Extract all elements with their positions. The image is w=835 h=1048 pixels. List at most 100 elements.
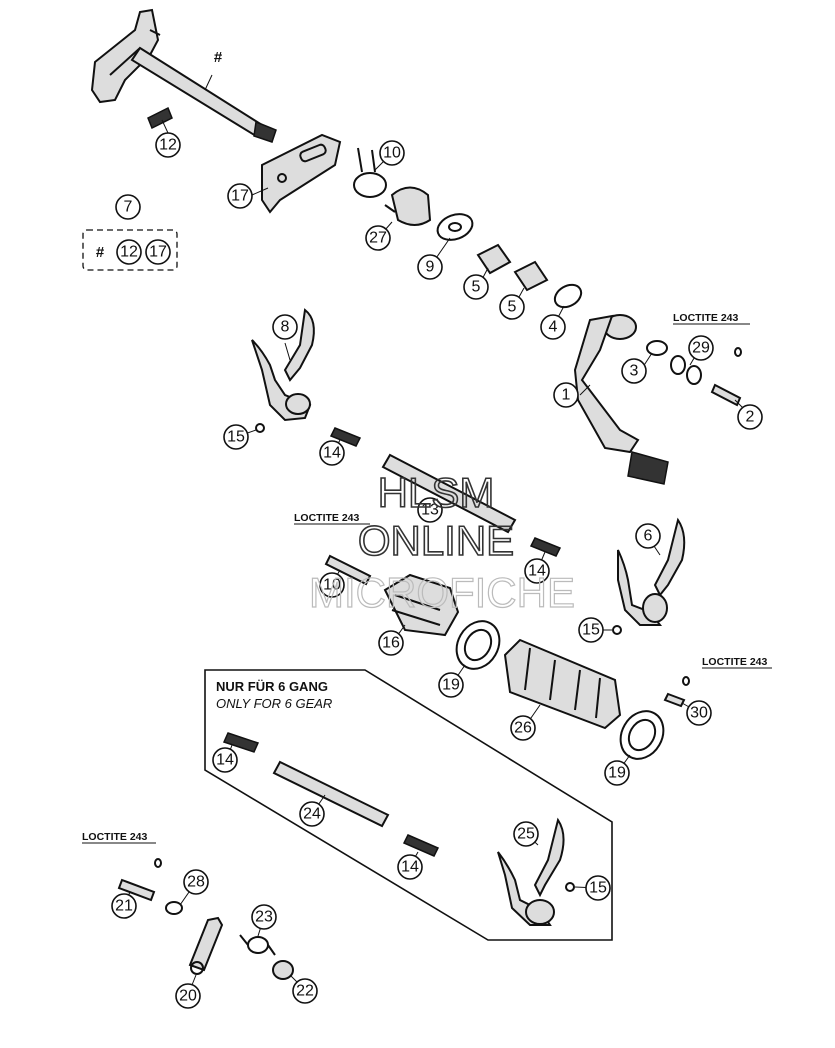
washer-3-drawing [646, 340, 668, 356]
callout-28[interactable]: 28 [183, 869, 209, 895]
svg-text:27: 27 [369, 230, 387, 247]
spring-14c-drawing [222, 732, 260, 753]
callout-16[interactable]: 16 [378, 630, 404, 656]
screw-2-drawing [710, 347, 742, 407]
svg-text:16: 16 [382, 635, 400, 652]
pin-15c-drawing [565, 882, 575, 892]
svg-text:4: 4 [549, 319, 558, 336]
callout-19a[interactable]: 19 [438, 672, 464, 698]
hash-mark-kit: # [96, 244, 105, 261]
washer-9-drawing [436, 213, 474, 241]
svg-text:28: 28 [187, 874, 205, 891]
callout-17b[interactable]: 17 [145, 239, 171, 265]
callout-8[interactable]: 8 [272, 314, 298, 340]
shift-fork-25-drawing [497, 817, 565, 926]
svg-text:20: 20 [179, 988, 197, 1005]
callout-20[interactable]: 20 [175, 983, 201, 1009]
bearing-19a-drawing [455, 620, 501, 670]
loctite-label-screw-2: LOCTITE 243 [673, 312, 739, 324]
fork-shaft-13-drawing [381, 453, 517, 534]
shift-lever-plate-17-drawing [261, 133, 342, 214]
callout-14a[interactable]: 14 [319, 440, 345, 466]
six-gear-label-german: NUR FÜR 6 GANG [216, 679, 328, 694]
callout-14d[interactable]: 14 [397, 854, 423, 880]
six-gear-kit-outline [204, 669, 613, 941]
svg-text:7: 7 [124, 199, 133, 216]
svg-text:1: 1 [562, 387, 571, 404]
callout-5b[interactable]: 5 [499, 294, 525, 320]
callout-19b[interactable]: 19 [604, 760, 630, 786]
svg-text:17: 17 [149, 244, 167, 261]
shift-fork-6-drawing [617, 517, 686, 626]
roller-22-drawing [272, 960, 294, 980]
svg-text:9: 9 [426, 259, 435, 276]
svg-text:10: 10 [323, 577, 341, 594]
circlip-10-drawing [353, 147, 387, 198]
callout-15b[interactable]: 15 [578, 617, 604, 643]
callout-6[interactable]: 6 [635, 523, 661, 549]
callout-27[interactable]: 27 [365, 225, 391, 251]
svg-text:15: 15 [227, 429, 245, 446]
callout-9[interactable]: 9 [417, 254, 443, 280]
ring-4-drawing [553, 283, 583, 309]
callout-25[interactable]: 25 [513, 821, 539, 847]
svg-text:24: 24 [303, 806, 321, 823]
callout-1[interactable]: 1 [553, 382, 579, 408]
callout-2[interactable]: 2 [737, 404, 763, 430]
callout-10b[interactable]: 10 [319, 572, 345, 598]
loctite-label-screw-21: LOCTITE 243 [82, 831, 148, 843]
svg-text:10: 10 [383, 145, 401, 162]
watermark-microfiche: MICROFICHE [309, 569, 575, 616]
spring-23-drawing [239, 934, 276, 956]
callout-13[interactable]: 13 [417, 497, 443, 523]
callout-15c[interactable]: 15 [585, 875, 611, 901]
watermark-online: ONLINE [358, 517, 514, 564]
shift-fork-8-drawing [251, 308, 315, 422]
callout-12a[interactable]: 12 [155, 132, 181, 158]
fork-shaft-24-drawing [272, 760, 390, 828]
svg-text:29: 29 [692, 340, 710, 357]
svg-text:2: 2 [746, 409, 755, 426]
callout-14c[interactable]: 14 [212, 747, 238, 773]
callout-10a[interactable]: 10 [379, 140, 405, 166]
ratchet-27-drawing [384, 186, 432, 226]
spring-14a-drawing [329, 427, 362, 447]
callout-3[interactable]: 3 [621, 358, 647, 384]
callout-12b[interactable]: 12 [116, 239, 142, 265]
spring-12-drawing [147, 106, 173, 130]
callout-17a[interactable]: 17 [227, 183, 253, 209]
svg-text:30: 30 [690, 705, 708, 722]
lever-20-drawing [188, 916, 224, 975]
spring-14d-drawing [402, 834, 440, 857]
callout-15a[interactable]: 15 [223, 424, 249, 450]
callout-26[interactable]: 26 [510, 715, 536, 741]
callout-4[interactable]: 4 [540, 314, 566, 340]
callout-5a[interactable]: 5 [463, 274, 489, 300]
svg-text:12: 12 [159, 137, 177, 154]
callout-22[interactable]: 22 [292, 978, 318, 1004]
watermark-hlsm: HLSM [378, 469, 495, 516]
svg-text:15: 15 [582, 622, 600, 639]
pin-15b-drawing [612, 625, 622, 635]
svg-text:23: 23 [255, 909, 273, 926]
svg-text:13: 13 [421, 502, 439, 519]
svg-text:14: 14 [216, 752, 234, 769]
svg-text:26: 26 [514, 720, 532, 737]
callout-24[interactable]: 24 [299, 801, 325, 827]
needle-bearing-5a-drawing [476, 243, 512, 275]
callout-7[interactable]: 7 [115, 194, 141, 220]
callout-29[interactable]: 29 [688, 335, 714, 361]
callout-14b[interactable]: 14 [524, 558, 550, 584]
pin-15a-drawing [255, 423, 265, 433]
svg-text:14: 14 [528, 563, 546, 580]
screw-21-drawing [117, 858, 162, 902]
svg-text:19: 19 [608, 765, 626, 782]
callout-30[interactable]: 30 [686, 700, 712, 726]
callout-23[interactable]: 23 [251, 904, 277, 930]
svg-text:19: 19 [442, 677, 460, 694]
kit-7-outline [82, 229, 178, 271]
callout-21[interactable]: 21 [111, 893, 137, 919]
bearing-19b-drawing [619, 710, 665, 760]
svg-text:5: 5 [508, 299, 517, 316]
